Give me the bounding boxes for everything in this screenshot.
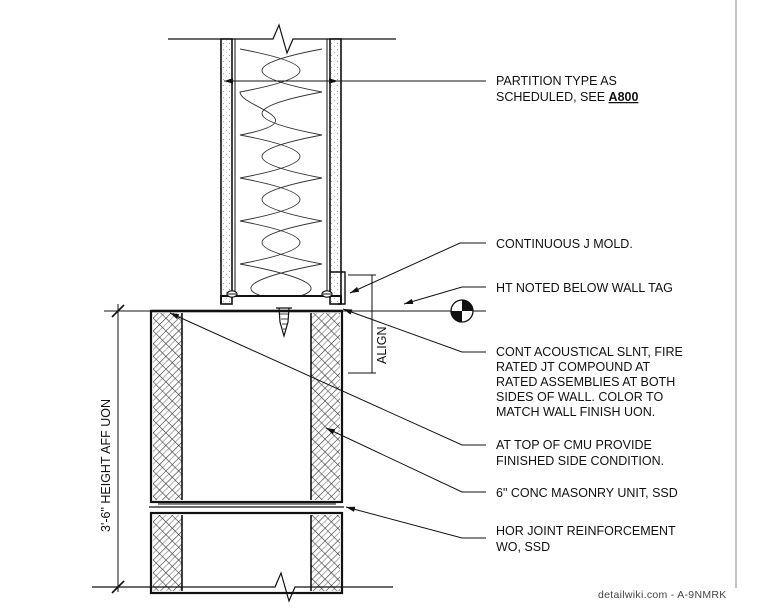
leader-j-mold xyxy=(349,242,486,294)
leader-hor-joint xyxy=(345,506,486,539)
note-cmu-top-line1: AT TOP OF CMU PROVIDE xyxy=(496,438,652,452)
cmu-face-shell-left-crosshatch xyxy=(153,313,182,500)
cmu-lower-shell-left-crosshatch xyxy=(153,515,182,591)
anchor-fastener xyxy=(276,307,292,339)
align-label: ALIGN xyxy=(375,326,389,364)
leader-cmu-top xyxy=(169,312,486,446)
annotation-notes: PARTITION TYPE AS SCHEDULED, SEE A800 CO… xyxy=(496,74,683,554)
align-dimension: ALIGN xyxy=(348,274,389,374)
note-cmu: 6" CONC MASONRY UNIT, SSD xyxy=(496,486,678,500)
height-dimension: 3'-6" HEIGHT AFF UON xyxy=(99,304,151,594)
note-sealant-line4: SIDES OF WALL. COLOR TO xyxy=(496,390,663,404)
note-j-mold: CONTINUOUS J MOLD. xyxy=(496,237,633,251)
note-sealant-line1: CONT ACOUSTICAL SLNT, FIRE xyxy=(496,345,683,359)
note-ht-noted: HT NOTED BELOW WALL TAG xyxy=(496,281,673,295)
sealant-bead-left xyxy=(226,290,238,298)
footer-credit: detailwiki.com - A-9NMRK xyxy=(598,589,727,601)
note-partition-line1: PARTITION TYPE AS xyxy=(496,74,617,88)
leader-sealant xyxy=(342,308,486,353)
batt-insulation xyxy=(239,48,323,297)
leader-cmu xyxy=(325,427,486,493)
top-break-line xyxy=(168,23,396,55)
height-label: 3'-6" HEIGHT AFF UON xyxy=(99,399,113,532)
note-cmu-top-line2: FINISHED SIDE CONDITION. xyxy=(496,454,664,468)
note-hor-joint-line1: HOR JOINT REINFORCEMENT xyxy=(496,524,676,538)
bottom-runner-track xyxy=(220,295,342,304)
note-partition-line2: SCHEDULED, SEE A800 xyxy=(496,90,638,104)
note-partition-text: SCHEDULED, SEE xyxy=(496,90,605,104)
right-gypsum-board xyxy=(329,38,342,305)
note-sealant-line3: RATED ASSEMBLIES AT BOTH xyxy=(496,375,675,389)
j-mold-trim xyxy=(330,271,346,305)
leader-ht-noted xyxy=(403,286,486,305)
elevation-marker xyxy=(342,299,486,323)
sealant-bead-right xyxy=(321,290,333,298)
note-sealant-line2: RATED JT COMPOUND AT xyxy=(496,360,651,374)
note-hor-joint-line2: WO, SSD xyxy=(496,540,550,554)
leader-lines xyxy=(169,80,486,539)
cmu-wall xyxy=(92,307,393,603)
cmu-lower-course xyxy=(149,511,344,595)
bottom-break-line xyxy=(92,571,393,603)
cmu-upper-course xyxy=(149,309,344,504)
left-gypsum-board xyxy=(220,38,233,305)
note-sealant-line5: MATCH WALL FINISH UON. xyxy=(496,405,655,419)
cmu-lower-shell-right-crosshatch xyxy=(311,515,340,591)
cmu-face-shell-right-crosshatch xyxy=(311,313,340,500)
partition-wall xyxy=(168,23,396,305)
sheet-reference-a800[interactable]: A800 xyxy=(609,90,639,104)
